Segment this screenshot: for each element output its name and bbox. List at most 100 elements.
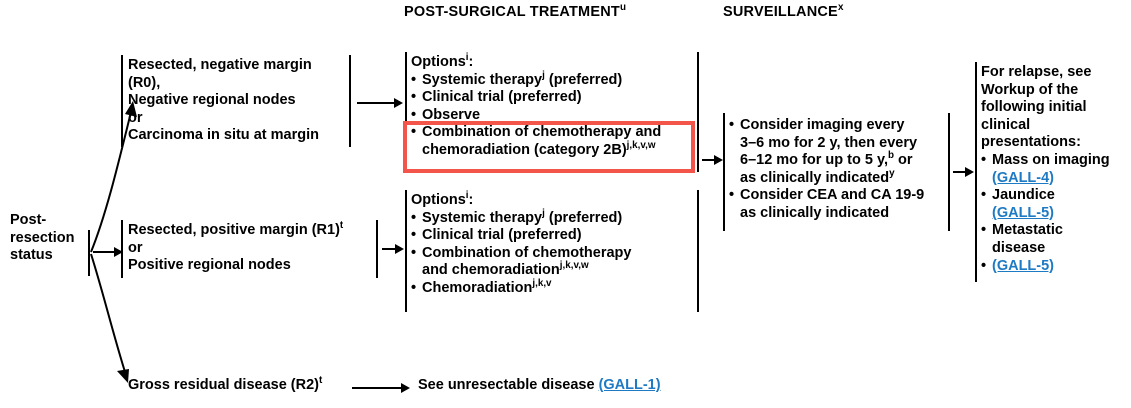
options-r1-item-0-footnote: j	[542, 207, 545, 219]
options-r1-item-2-text: Combination of chemotherapy	[422, 244, 632, 261]
surveillance-content: Consider imaging every 3–6 mo for 2 y, t…	[729, 117, 924, 223]
r0-block-left-bracket	[121, 55, 123, 147]
options-r1-item-2: Combination of chemotherapy	[411, 245, 631, 263]
options-r0-item-1: Clinical trial (preferred)	[411, 89, 661, 107]
surveillance-left-bracket	[723, 113, 725, 231]
surveillance-item-0-line-3-text: 6–12 mo for up to 5 y,	[740, 152, 888, 169]
options-r0-highlighted-line-1: Combination of chemotherapy and	[422, 124, 662, 141]
branch-line-to-r0	[90, 111, 132, 253]
link-gall-5-metastatic[interactable]: (GALL-5)	[992, 257, 1055, 274]
r1-line-3: Positive regional nodes	[128, 257, 291, 274]
link-gall-1[interactable]: (GALL-1)	[598, 377, 661, 393]
root-label-line-2: resection	[10, 229, 75, 246]
relapse-item-2-label-2: disease	[992, 239, 1046, 256]
relapse-item-0-link-row: (GALL-4)	[981, 170, 1110, 188]
link-gall-4[interactable]: (GALL-4)	[992, 169, 1055, 186]
link-gall-5-jaundice[interactable]: (GALL-5)	[992, 204, 1055, 221]
surveillance-item-1: Consider CEA and CA 19-9	[729, 187, 924, 205]
arrow-r2-to-unresectable	[352, 387, 402, 389]
relapse-intro-line-3: following initial	[981, 99, 1087, 116]
relapse-item-0: Mass on imaging	[981, 152, 1110, 170]
r0-block-right-bracket	[349, 55, 351, 147]
options-r0-title-colon: :	[468, 54, 474, 70]
arrow-head-options-to-surveillance	[714, 155, 723, 165]
options-r0-item-2: Observe	[411, 107, 661, 125]
surveillance-item-0-line-2: 3–6 mo for 2 y, then every	[729, 135, 924, 153]
relapse-item-3: (GALL-5)	[981, 258, 1110, 276]
r2-footnote: t	[319, 375, 323, 387]
surveillance-item-0: Consider imaging every	[729, 117, 924, 135]
surveillance-header-footnote: x	[837, 2, 844, 14]
branch-line-to-r2	[90, 253, 126, 373]
r1-block-left-bracket	[121, 220, 123, 278]
options-r1-left-bracket	[405, 190, 407, 312]
relapse-content: For relapse, see Workup of the following…	[981, 64, 1110, 275]
r1-branch-text: Resected, positive margin (R1)t or Posit…	[128, 220, 344, 275]
options-r0-item-0: Systemic therapyj (preferred)	[411, 70, 661, 90]
column-header-post-surgical-treatment: POST-SURGICAL TREATMENTu	[404, 2, 627, 20]
options-r0-title-text: Options	[411, 54, 466, 70]
arrow-head-r0-to-options	[394, 98, 403, 108]
options-r0-item-0-tail: (preferred)	[544, 71, 623, 88]
surveillance-item-0-line-4: as clinically indicatedy	[729, 169, 924, 188]
branch-arrowhead-r1	[114, 247, 123, 257]
options-r0-item-2-text: Observe	[422, 106, 481, 123]
relapse-intro-line-4: clinical	[981, 116, 1031, 133]
r1-block-right-bracket	[376, 220, 378, 278]
r0-line-4: or	[128, 109, 143, 126]
relapse-item-2-label: Metastatic	[992, 222, 1063, 239]
arrow-head-r2-to-unresectable	[401, 383, 410, 393]
branch-connector-lines	[90, 101, 137, 383]
options-r1-item-0: Systemic therapyj (preferred)	[411, 207, 631, 228]
r2-target-text: See unresectable disease (GALL-1)	[418, 377, 661, 395]
surveillance-item-0-line-2-text: 3–6 mo for 2 y, then every	[740, 134, 918, 151]
options-r0-highlighted-line-2: chemoradiation (category 2B)	[422, 141, 627, 158]
relapse-intro-line-5: presentations:	[981, 134, 1081, 151]
r1-line-1-footnote: t	[339, 220, 344, 232]
post-surgical-header-footnote: u	[619, 2, 627, 14]
options-r0-right-bracket	[697, 52, 699, 172]
relapse-item-1-label: Jaundice	[992, 187, 1055, 204]
options-r1-item-2-cont: and chemoradiationj,k,v,w	[411, 260, 631, 280]
r0-line-3: Negative regional nodes	[128, 92, 296, 109]
surveillance-item-0-line-3: 6–12 mo for up to 5 y,b or	[729, 151, 924, 170]
root-branch-bar	[88, 230, 90, 276]
options-r0-title-footnote: i	[465, 52, 469, 64]
options-r1-item-0-text: Systemic therapy	[422, 209, 543, 226]
options-r1-right-bracket	[697, 190, 699, 312]
arrow-r1-to-options	[382, 248, 396, 250]
relapse-intro-line-2: Workup of the	[981, 81, 1079, 98]
column-header-surveillance: SURVEILLANCEx	[723, 2, 844, 20]
surveillance-item-0-line-1: Consider imaging every	[740, 117, 905, 133]
surveillance-item-1-line-1: Consider CEA and CA 19-9	[740, 187, 925, 204]
relapse-left-bracket	[975, 62, 977, 282]
surveillance-item-0-line-3-tail: or	[894, 152, 913, 169]
options-r1-title: Optionsi:	[411, 191, 631, 210]
options-r1-item-1: Clinical trial (preferred)	[411, 227, 631, 245]
root-label-line-1: Post-	[10, 212, 47, 228]
branch-arrowhead-r2	[117, 369, 129, 383]
surveillance-right-bracket	[948, 113, 950, 231]
surveillance-item-1-line-2-text: as clinically indicated	[740, 204, 890, 221]
options-r0-item-1-text: Clinical trial (preferred)	[422, 89, 582, 106]
arrow-options-to-surveillance	[702, 159, 716, 161]
relapse-item-2-line-2: disease	[981, 240, 1110, 258]
post-resection-status-label: Post- resection status	[10, 212, 74, 265]
r2-branch-text: Gross residual disease (R2)t	[128, 375, 323, 395]
unresectable-disease-label: See unresectable disease	[418, 377, 599, 393]
options-r0-highlighted-footnote: j,k,v,w	[626, 140, 656, 152]
r0-line-5: Carcinoma in situ at margin	[128, 127, 319, 144]
relapse-item-0-label: Mass on imaging	[992, 151, 1110, 168]
options-r1-item-2-footnote: j,k,v,w	[559, 260, 589, 272]
arrow-head-surveillance-to-relapse	[965, 167, 974, 177]
r2-text: Gross residual disease (R2)	[128, 377, 319, 393]
relapse-item-1: Jaundice	[981, 187, 1110, 205]
options-r1-item-0-tail: (preferred)	[544, 209, 623, 226]
branch-line-to-r1	[93, 251, 115, 253]
options-r1-item-3: Chemoradiationj,k,v	[411, 279, 631, 298]
post-surgical-header-text: POST-SURGICAL TREATMENT	[404, 4, 620, 20]
arrow-head-r1-to-options	[395, 244, 404, 254]
arrow-r0-to-options	[357, 102, 395, 104]
relapse-intro-line-1: For relapse, see	[981, 64, 1092, 80]
